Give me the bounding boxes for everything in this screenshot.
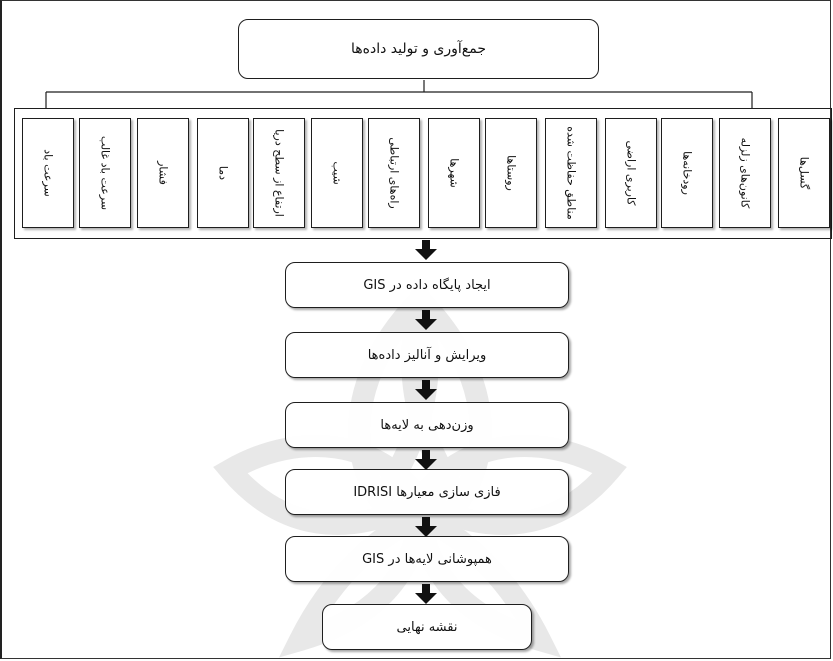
process-step-box: فازی سازی معیارها IDRISI: [285, 469, 569, 515]
data-layer-box: مناطق حفاظت شده: [545, 118, 597, 228]
process-step-label: وزن‌دهی به لایه‌ها: [380, 417, 474, 433]
data-layer-box: کانون‌های زلزله: [719, 118, 771, 228]
data-layer-box: شیب: [311, 118, 363, 228]
data-layer-box: کاربری اراضی: [605, 118, 657, 228]
process-step-label: ایجاد پایگاه داده در GIS: [363, 277, 491, 293]
down-arrow-icon: [415, 380, 437, 400]
data-layer-box: دما: [197, 118, 249, 228]
data-collection-label: جمع‌آوری و تولید داده‌ها: [351, 41, 486, 57]
data-collection-box: جمع‌آوری و تولید داده‌ها: [238, 19, 599, 79]
data-layer-box: روستاها: [485, 118, 537, 228]
process-step-label: ویرایش و آنالیز داده‌ها: [367, 347, 487, 363]
process-step-box: ایجاد پایگاه داده در GIS: [285, 262, 569, 308]
data-layer-box: ارتفاع از سطح دریا: [253, 118, 305, 228]
data-layer-box: فشار: [137, 118, 189, 228]
down-arrow-icon: [415, 450, 437, 470]
data-layer-box: سرعت باد: [22, 118, 74, 228]
process-step-label: نقشه نهایی: [396, 619, 458, 635]
process-step-label: همپوشانی لایه‌ها در GIS: [362, 551, 492, 567]
data-layer-box: گسل‌ها: [778, 118, 830, 228]
down-arrow-icon: [415, 517, 437, 537]
data-layer-box: راه‌های ارتباطی: [368, 118, 420, 228]
process-step-label: فازی سازی معیارها IDRISI: [353, 484, 501, 500]
process-step-box: ویرایش و آنالیز داده‌ها: [285, 332, 569, 378]
process-step-box: وزن‌دهی به لایه‌ها: [285, 402, 569, 448]
down-arrow-icon: [415, 310, 437, 330]
data-layers-frame: [14, 108, 832, 239]
process-step-box: نقشه نهایی: [322, 604, 532, 650]
data-layer-box: سرعت باد غالب: [79, 118, 131, 228]
data-layer-box: شهرها: [428, 118, 480, 228]
process-step-box: همپوشانی لایه‌ها در GIS: [285, 536, 569, 582]
down-arrow-icon: [415, 584, 437, 604]
down-arrow-icon: [415, 240, 437, 260]
data-layer-box: رودخانه‌ها: [661, 118, 713, 228]
